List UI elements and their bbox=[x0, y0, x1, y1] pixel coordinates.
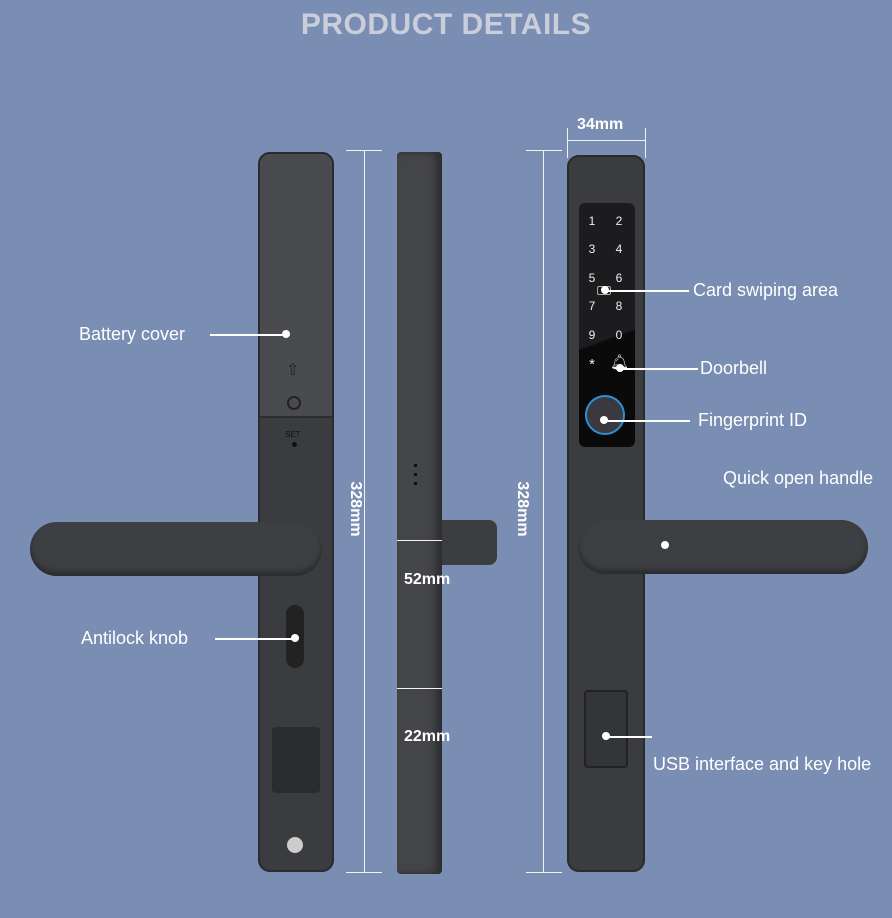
dimension-line bbox=[397, 688, 442, 689]
dimension-line bbox=[364, 150, 365, 872]
key-0[interactable]: 0 bbox=[615, 328, 623, 342]
quick-open-handle-label: Quick open handle bbox=[723, 468, 874, 488]
front-handle[interactable] bbox=[578, 520, 868, 574]
side-holes bbox=[414, 464, 417, 490]
doorbell-label: Doorbell bbox=[700, 358, 768, 378]
dimension-line bbox=[397, 540, 442, 541]
height-dimension-left: 328mm bbox=[347, 481, 364, 537]
height-dimension-right: 328mm bbox=[514, 481, 531, 537]
leader-line bbox=[606, 736, 652, 738]
key-star[interactable]: * bbox=[589, 356, 595, 373]
usb-interface-label: USB interface and key hole bbox=[653, 754, 872, 774]
set-label: SET bbox=[285, 430, 301, 439]
arrow-up-icon: ⇧ bbox=[286, 362, 300, 379]
key-3[interactable]: 3 bbox=[588, 242, 596, 256]
page-title: PRODUCT DETAILS bbox=[300, 8, 592, 41]
dimension-tick bbox=[346, 872, 382, 873]
key-8[interactable]: 8 bbox=[615, 299, 623, 313]
dimension-tick bbox=[346, 150, 382, 151]
fingerprint-id-label: Fingerprint ID bbox=[698, 410, 808, 430]
screw-icon bbox=[287, 837, 303, 853]
dimension-line bbox=[567, 140, 645, 141]
usb-cover[interactable] bbox=[584, 690, 628, 768]
key-2[interactable]: 2 bbox=[615, 214, 623, 228]
leader-dot bbox=[282, 330, 290, 338]
key-7[interactable]: 7 bbox=[588, 299, 596, 313]
leader-dot bbox=[661, 541, 669, 549]
back-cover-recess bbox=[272, 727, 320, 793]
dimension-tick bbox=[645, 128, 646, 158]
leader-line bbox=[620, 368, 698, 370]
antilock-knob-label: Antilock knob bbox=[81, 628, 189, 648]
leader-line bbox=[605, 290, 689, 292]
fingerprint-sensor[interactable] bbox=[585, 395, 625, 435]
key-1[interactable]: 1 bbox=[588, 214, 596, 228]
spindle bbox=[442, 520, 497, 565]
key-5[interactable]: 5 bbox=[588, 271, 596, 285]
set-button[interactable] bbox=[292, 442, 297, 447]
dimension-line bbox=[543, 150, 544, 872]
back-handle bbox=[30, 522, 322, 576]
card-swiping-area-label: Card swiping area bbox=[693, 280, 839, 300]
dimension-tick bbox=[526, 150, 562, 151]
width-dimension: 34mm bbox=[577, 116, 624, 133]
key-9[interactable]: 9 bbox=[588, 328, 596, 342]
leader-line bbox=[210, 334, 285, 336]
leader-line bbox=[215, 638, 295, 640]
bell-icon[interactable]: 🔔︎ bbox=[610, 354, 630, 371]
side-view-body bbox=[397, 152, 442, 874]
spindle-dimension: 52mm bbox=[404, 571, 451, 588]
leader-dot bbox=[291, 634, 299, 642]
leader-line bbox=[604, 420, 690, 422]
dimension-tick bbox=[526, 872, 562, 873]
battery-cover-panel bbox=[260, 154, 332, 418]
battery-cover-label: Battery cover bbox=[79, 324, 186, 344]
dimension-tick bbox=[567, 128, 568, 158]
key-6[interactable]: 6 bbox=[615, 271, 623, 285]
key-4[interactable]: 4 bbox=[615, 242, 623, 256]
screw-icon bbox=[287, 396, 301, 410]
depth-dimension: 22mm bbox=[404, 728, 451, 745]
